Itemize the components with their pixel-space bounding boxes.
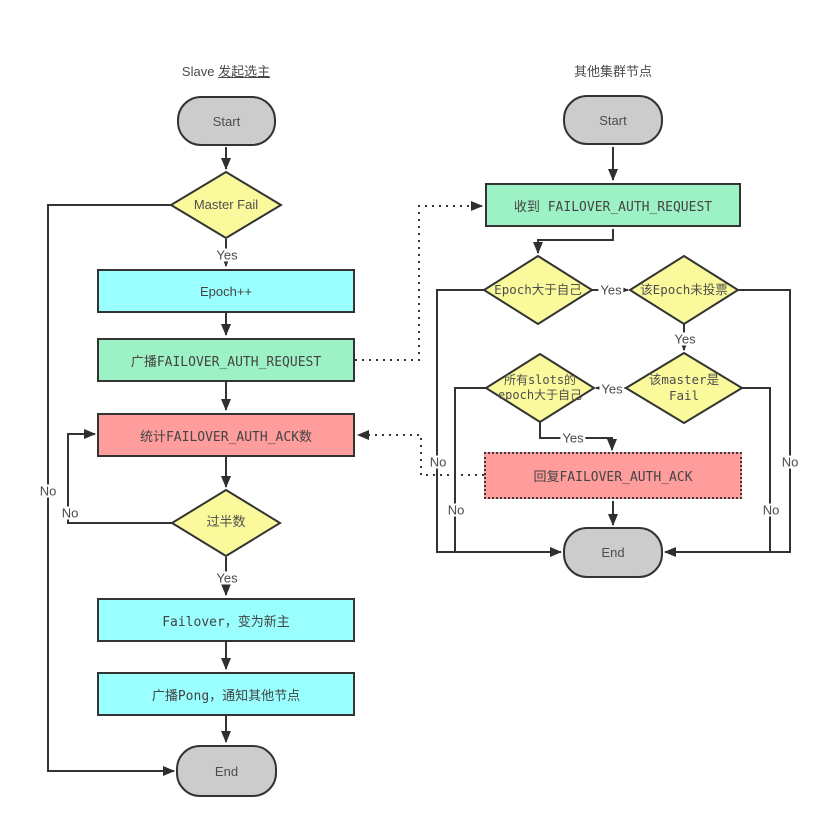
decision-majority: 过半数 xyxy=(170,489,282,557)
label-yes-slots: Yes xyxy=(560,430,586,446)
diamond-shape xyxy=(169,171,283,239)
decision-epoch-greater-label: Epoch大于自己 xyxy=(494,282,582,298)
decision-master-fail-line2: Fail xyxy=(668,388,700,403)
label-yes-master-fail: Yes xyxy=(214,247,240,263)
diamond-shape xyxy=(628,255,740,325)
diamond-shape xyxy=(624,352,744,424)
process-broadcast-label: 广播FAILOVER_AUTH_REQUEST xyxy=(130,354,322,370)
process-epoch-increment: Epoch++ xyxy=(97,269,355,313)
label-yes-master-is-fail: Yes xyxy=(599,381,625,397)
start-node-left: Start xyxy=(177,96,276,146)
process-receive-request: 收到 FAILOVER_AUTH_REQUEST xyxy=(485,183,741,227)
edge-mastercheck-no-to-end2 xyxy=(742,387,771,552)
right-title-text: 其他集群节点 xyxy=(573,64,652,79)
edge-receive-to-epochgt xyxy=(533,229,614,254)
process-broadcast-request: 广播FAILOVER_AUTH_REQUEST xyxy=(97,338,355,382)
process-epoch-label: Epoch++ xyxy=(199,283,253,299)
decision-master-is-fail-label: 该master是 Fail xyxy=(649,372,719,403)
decision-epoch-greater: Epoch大于自己 xyxy=(482,255,594,325)
end-node-left: End xyxy=(176,745,277,797)
decision-slots-line1: 所有slots的 xyxy=(503,373,577,387)
decision-epoch-not-voted: 该Epoch未投票 xyxy=(628,255,740,325)
edge-epochgt-no-to-end2 xyxy=(436,289,562,557)
process-reply-ack-label: 回复FAILOVER_AUTH_ACK xyxy=(533,470,693,485)
label-no-epoch-greater: No xyxy=(427,454,449,470)
edge-notvoted-no-to-end2 xyxy=(664,289,791,557)
end-label: End xyxy=(214,763,239,779)
label-yes-epoch-greater: Yes xyxy=(598,282,624,298)
decision-epoch-not-voted-label: 该Epoch未投票 xyxy=(640,282,728,298)
process-reply-ack: 回复FAILOVER_AUTH_ACK xyxy=(484,452,742,499)
label-yes-not-voted: Yes xyxy=(672,331,698,347)
edge-majority-no-loop-to-count xyxy=(67,429,172,524)
label-no-master-is-fail: No xyxy=(760,502,782,518)
start-label: Start xyxy=(212,113,241,129)
edge-broadcast-dotted-to-receive xyxy=(355,201,483,361)
label-no-majority: No xyxy=(59,505,81,521)
end-label: End xyxy=(601,545,625,560)
label-no-master-fail: No xyxy=(37,483,59,499)
decision-majority-label: 过半数 xyxy=(206,514,246,530)
process-receive-label: 收到 FAILOVER_AUTH_REQUEST xyxy=(513,199,713,215)
label-yes-majority: Yes xyxy=(214,570,240,586)
edge-reply-dotted-to-count xyxy=(357,430,484,476)
left-title-main: 发起选主 xyxy=(218,64,271,79)
process-pong-label: 广播Pong，通知其他节点 xyxy=(151,688,301,704)
process-failover-label: Failover，变为新主 xyxy=(162,614,290,630)
process-broadcast-pong: 广播Pong，通知其他节点 xyxy=(97,672,355,716)
left-column-title: Slave 发起选主 xyxy=(150,61,302,80)
start-label: Start xyxy=(599,112,627,128)
decision-slots-line2: epoch大于自己 xyxy=(497,388,583,402)
process-count-ack-label: 统计FAILOVER_AUTH_ACK数 xyxy=(139,429,313,445)
process-count-ack: 统计FAILOVER_AUTH_ACK数 xyxy=(97,413,355,457)
decision-master-fail-label: Master Fail xyxy=(193,196,259,212)
right-column-title: 其他集群节点 xyxy=(553,61,673,80)
label-no-not-voted: No xyxy=(779,454,801,470)
decision-master-fail: Master Fail xyxy=(169,171,283,239)
decision-master-is-fail: 该master是 Fail xyxy=(624,352,744,424)
start-node-right: Start xyxy=(563,95,663,145)
decision-slots-epoch: 所有slots的 epoch大于自己 xyxy=(484,353,596,423)
decision-slots-epoch-label: 所有slots的 epoch大于自己 xyxy=(498,373,582,403)
left-title-prefix: Slave xyxy=(181,64,219,79)
end-node-right: End xyxy=(563,527,663,578)
decision-master-fail-line1: 该master是 xyxy=(648,372,720,388)
edge-slots-no-to-end2 xyxy=(454,387,486,552)
diamond-shape xyxy=(482,255,594,325)
diamond-shape xyxy=(170,489,282,557)
process-failover-promote: Failover，变为新主 xyxy=(97,598,355,642)
label-no-slots: No xyxy=(445,502,467,518)
diamond-shape xyxy=(484,353,596,423)
